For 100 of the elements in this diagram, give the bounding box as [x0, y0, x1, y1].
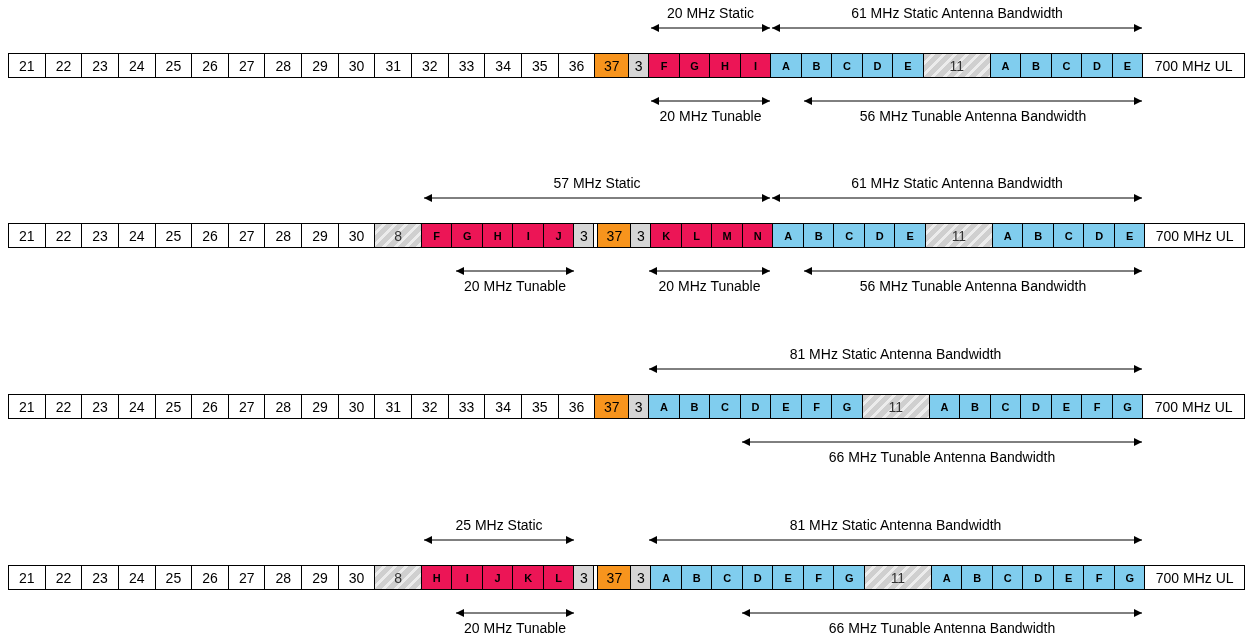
broad-channel-cell: D [1023, 566, 1054, 589]
gap-channel-cell: 3 [629, 54, 650, 77]
broad-channel-cell: G [1112, 395, 1144, 418]
broad-channel-cell: F [1084, 566, 1115, 589]
broad-channel-cell: E [895, 224, 926, 247]
narrow-channel-cell: K [513, 566, 544, 589]
narrow-channel-cell: I [740, 54, 772, 77]
guard-channel-cell: 37 [595, 395, 630, 418]
channel-band [8, 223, 1245, 248]
dimension-label: 66 MHz Tunable Antenna Bandwidth [828, 449, 1056, 465]
broad-channel-cell: G [1114, 566, 1146, 589]
dimension-label: 57 MHz Static [553, 175, 641, 191]
dimension-label: 81 MHz Static Antenna Bandwidth [789, 517, 1002, 533]
broad-channel-cell: C [712, 566, 743, 589]
broad-channel-cell: C [992, 566, 1024, 589]
broad-channel-cell: C [834, 224, 865, 247]
gap-channel-cell: 3 [574, 566, 595, 589]
dimension-label: 66 MHz Tunable Antenna Bandwidth [828, 620, 1056, 636]
broad-channel-cell: C [832, 54, 863, 77]
narrow-channel-cell: H [710, 54, 741, 77]
broad-channel-cell: E [893, 54, 924, 77]
dimension-label: 20 MHz Tunable [659, 108, 762, 124]
broad-channel-cell: C [1053, 224, 1085, 247]
channel-band [8, 394, 1245, 419]
narrow-channel-cell: M [712, 224, 743, 247]
broad-channel-cell: B [681, 566, 713, 589]
hatched-channel-cell: 8 [375, 224, 422, 247]
band-label: 700 MHz UL [1154, 569, 1235, 586]
narrow-channel-cell: I [452, 566, 483, 589]
guard-channel-cell: 37 [597, 224, 632, 247]
hatched-channel-cell: 8 [375, 566, 422, 589]
broad-channel-cell: A [649, 395, 680, 418]
broad-channel-cell: A [992, 224, 1024, 247]
broad-channel-cell: G [834, 566, 865, 589]
dimension-label: 25 MHz Static [455, 517, 543, 533]
narrow-channel-cell: H [421, 566, 453, 589]
broad-channel-cell: F [801, 395, 833, 418]
broad-channel-cell: A [771, 54, 802, 77]
narrow-channel-cell: G [679, 54, 711, 77]
dimension-label: 61 MHz Static Antenna Bandwidth [851, 5, 1063, 21]
broad-channel-cell: C [710, 395, 741, 418]
band-label: 700 MHz UL [1153, 398, 1234, 415]
hatched-channel-cell: 11 [923, 54, 991, 77]
band-label: 700 MHz UL [1153, 57, 1234, 74]
narrow-channel-cell: F [649, 54, 680, 77]
dimension-label: 56 MHz Tunable Antenna Bandwidth [859, 278, 1087, 294]
narrow-channel-cell: L [681, 224, 713, 247]
gap-channel-cell: 3 [631, 566, 652, 589]
dimension-label: 81 MHz Static Antenna Bandwidth [789, 346, 1002, 362]
narrow-channel-cell: J [543, 224, 575, 247]
hatched-channel-cell: 11 [862, 395, 930, 418]
broad-channel-cell: A [931, 566, 963, 589]
broad-channel-cell: F [803, 566, 835, 589]
band-label: 700 MHz UL [1154, 227, 1235, 244]
broad-channel-cell: C [990, 395, 1022, 418]
broad-channel-cell: D [1082, 54, 1113, 77]
dimension-label: 20 MHz Static [666, 5, 755, 21]
broad-channel-cell: D [862, 54, 894, 77]
broad-channel-cell: E [1114, 224, 1146, 247]
broad-channel-cell: B [1023, 224, 1054, 247]
narrow-channel-cell: K [651, 224, 682, 247]
broad-channel-cell: E [1051, 395, 1083, 418]
broad-channel-cell: D [740, 395, 772, 418]
gap-channel-cell: 3 [631, 224, 652, 247]
broad-channel-cell: D [742, 566, 774, 589]
broad-channel-cell: E [773, 566, 804, 589]
narrow-channel-cell: F [421, 224, 453, 247]
channel-band [8, 53, 1245, 78]
broad-channel-cell: B [1021, 54, 1052, 77]
broad-channel-cell: A [929, 395, 961, 418]
broad-channel-cell: D [1021, 395, 1052, 418]
narrow-channel-cell: H [482, 224, 514, 247]
dimension-label: 20 MHz Tunable [464, 620, 566, 636]
broad-channel-cell: A [773, 224, 804, 247]
broad-channel-cell: D [864, 224, 896, 247]
broad-channel-cell: B [960, 395, 991, 418]
guard-channel-cell: 37 [597, 566, 632, 589]
broad-channel-cell: E [771, 395, 802, 418]
dimension-label: 20 MHz Tunable [464, 278, 566, 294]
dimension-label: 20 MHz Tunable [658, 278, 761, 294]
broad-channel-cell: A [990, 54, 1022, 77]
broad-channel-cell: G [832, 395, 863, 418]
hatched-channel-cell: 11 [864, 566, 932, 589]
broad-channel-cell: B [801, 54, 833, 77]
broad-channel-cell: E [1112, 54, 1144, 77]
narrow-channel-cell: G [452, 224, 483, 247]
broad-channel-cell: C [1051, 54, 1083, 77]
dimension-label: 61 MHz Static Antenna Bandwidth [851, 175, 1063, 191]
gap-channel-cell: 3 [629, 395, 650, 418]
broad-channel-cell: B [803, 224, 835, 247]
channel-band [8, 565, 1245, 590]
narrow-channel-cell: N [742, 224, 774, 247]
broad-channel-cell: E [1053, 566, 1085, 589]
broad-channel-cell: B [962, 566, 993, 589]
broad-channel-cell: F [1082, 395, 1113, 418]
broad-channel-cell: A [651, 566, 682, 589]
broad-channel-cell: B [679, 395, 711, 418]
guard-channel-cell: 37 [595, 54, 630, 77]
narrow-channel-cell: I [513, 224, 544, 247]
narrow-channel-cell: L [543, 566, 575, 589]
